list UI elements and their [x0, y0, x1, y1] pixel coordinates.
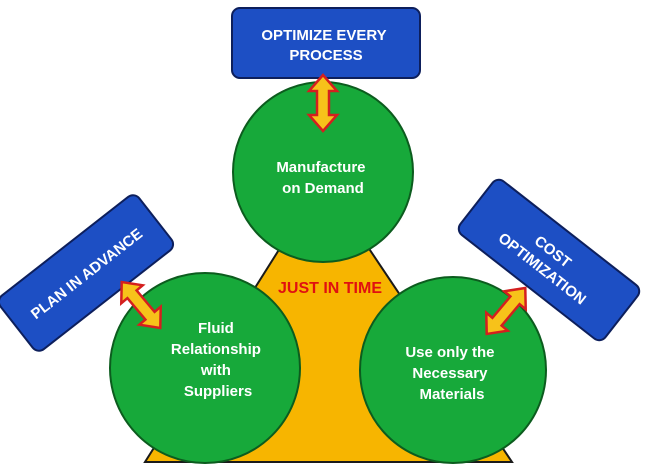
- circle-necessary-materials-label: Use only the Necessary Materials: [405, 344, 498, 403]
- circle-fluid-line-4: Suppliers: [184, 383, 252, 400]
- circle-manufacture-line-1: Manufacture: [276, 159, 365, 176]
- circle-materials-line-1: Use only the: [405, 344, 494, 361]
- circle-materials-line-2: Necessary: [412, 365, 488, 382]
- arrow-left: [119, 280, 163, 330]
- box-optimize-every-process-label: OPTIMIZE EVERY PROCESS: [261, 27, 390, 64]
- arrow-right-shape: [484, 286, 528, 336]
- arrow-top-shape: [306, 73, 340, 133]
- box-cost-optimization-shape: [457, 178, 641, 342]
- box-cost-optimization: COST OPTIMIZATION: [457, 178, 641, 342]
- center-label: JUST IN TIME: [278, 280, 382, 297]
- circle-fluid-line-1: Fluid: [198, 320, 234, 337]
- circle-fluid-line-3: with: [200, 362, 231, 379]
- circle-fluid-relationship-label: Fluid Relationship with Suppliers: [171, 320, 265, 400]
- arrow-left-shape: [119, 280, 163, 330]
- box-optimize-every-process: OPTIMIZE EVERY PROCESS: [231, 7, 421, 79]
- box-plan-in-advance-shape: [0, 194, 175, 352]
- circle-manufacture-on-demand-label: Manufacture on Demand: [276, 159, 369, 197]
- circle-manufacture-line-2: on Demand: [282, 180, 364, 197]
- arrow-top: [306, 73, 340, 133]
- circle-materials-line-3: Materials: [419, 386, 484, 403]
- circle-fluid-line-2: Relationship: [171, 341, 261, 358]
- arrow-right: [484, 286, 528, 336]
- box-optimize-every-process-line-1: OPTIMIZE EVERY: [261, 27, 386, 44]
- box-optimize-every-process-line-2: PROCESS: [289, 47, 362, 64]
